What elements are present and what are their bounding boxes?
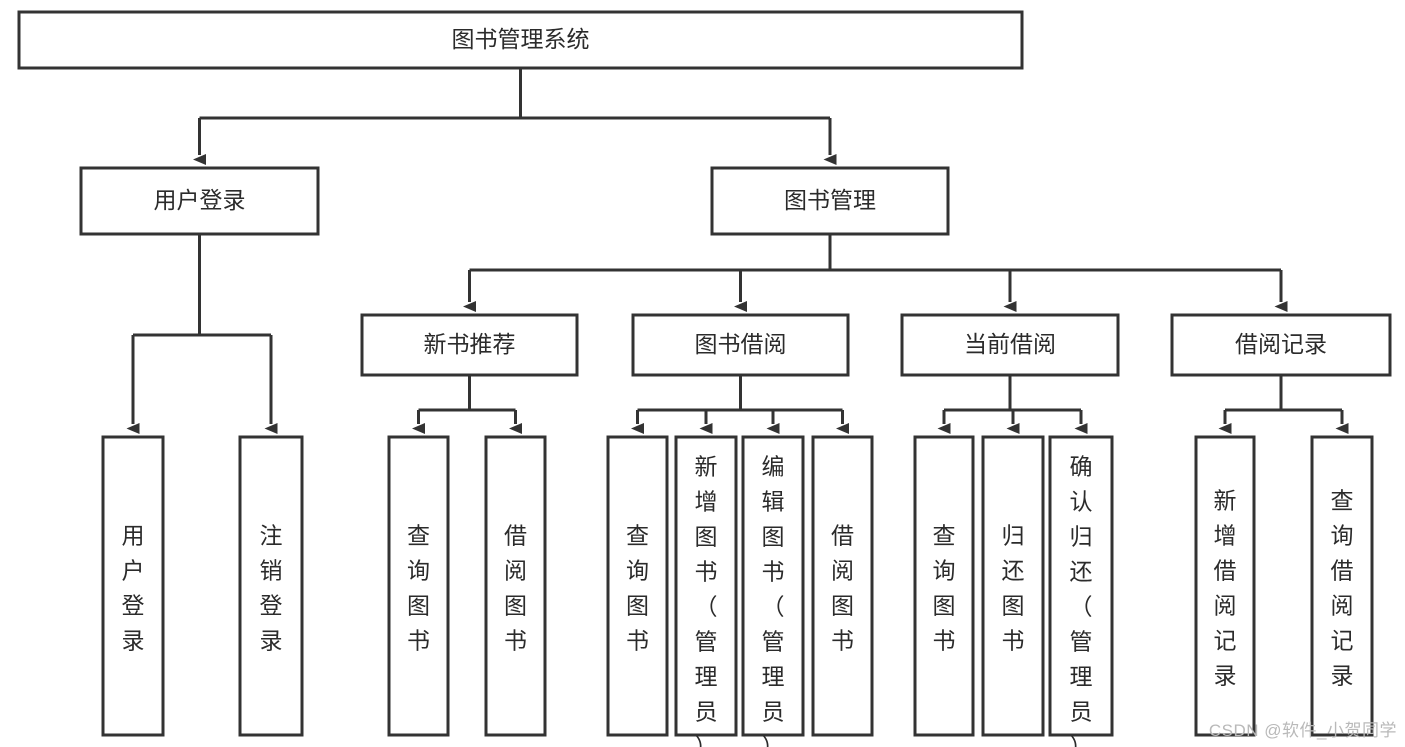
node-level2-1[interactable]: 图书管理 <box>710 166 950 236</box>
node-leaf-11[interactable]: 新增借阅记录 <box>1194 435 1256 737</box>
node-leaf-8[interactable]: 查询图书 <box>913 435 975 737</box>
node-level3-2[interactable]: 当前借阅 <box>900 313 1120 377</box>
node-label: 新书推荐 <box>424 331 516 357</box>
node-level3-3[interactable]: 借阅记录 <box>1170 313 1392 377</box>
node-label: 图书管理系统 <box>452 26 590 52</box>
node-label: 新增图书（管理员） <box>695 454 718 747</box>
node-leaf-3[interactable]: 借阅图书 <box>484 435 547 737</box>
node-label: 确认归还（管理员） <box>1070 454 1093 747</box>
node-label: 归还图书 <box>1002 522 1025 653</box>
node-label: 编辑图书（管理员） <box>762 454 785 747</box>
connector-lines <box>126 68 1349 434</box>
node-boxes: 图书管理系统用户登录图书管理新书推荐图书借阅当前借阅借阅记录用户登录注销登录查询… <box>17 10 1392 747</box>
node-label: 新增借阅记录 <box>1214 487 1237 688</box>
node-label: 用户登录 <box>154 187 246 213</box>
node-label: 用户登录 <box>122 522 145 653</box>
node-level2-0[interactable]: 用户登录 <box>79 166 320 236</box>
node-leaf-6[interactable]: 编辑图书（管理员） <box>741 435 805 747</box>
node-label: 注销登录 <box>260 522 283 653</box>
node-label: 借阅记录 <box>1235 331 1327 357</box>
node-leaf-4[interactable]: 查询图书 <box>606 435 669 737</box>
node-leaf-10[interactable]: 确认归还（管理员） <box>1048 435 1114 747</box>
node-label: 查询借阅记录 <box>1331 487 1354 688</box>
watermark-label: CSDN @软件_小贺同学 <box>1208 721 1397 740</box>
node-label: 借阅图书 <box>504 522 527 653</box>
node-leaf-1[interactable]: 注销登录 <box>238 435 304 737</box>
node-leaf-0[interactable]: 用户登录 <box>101 435 165 737</box>
node-label: 图书管理 <box>784 187 876 213</box>
node-label: 查询图书 <box>407 522 430 653</box>
node-leaf-9[interactable]: 归还图书 <box>981 435 1045 737</box>
node-label: 当前借阅 <box>964 331 1056 357</box>
node-leaf-7[interactable]: 借阅图书 <box>811 435 874 737</box>
node-leaf-5[interactable]: 新增图书（管理员） <box>674 435 738 747</box>
node-root[interactable]: 图书管理系统 <box>17 10 1024 70</box>
node-label: 查询图书 <box>933 522 956 653</box>
node-leaf-2[interactable]: 查询图书 <box>387 435 450 737</box>
node-level3-1[interactable]: 图书借阅 <box>631 313 850 377</box>
node-label: 查询图书 <box>626 522 649 653</box>
node-label: 图书借阅 <box>695 331 787 357</box>
node-leaf-12[interactable]: 查询借阅记录 <box>1310 435 1374 737</box>
node-level3-0[interactable]: 新书推荐 <box>360 313 579 377</box>
node-label: 借阅图书 <box>831 522 854 653</box>
